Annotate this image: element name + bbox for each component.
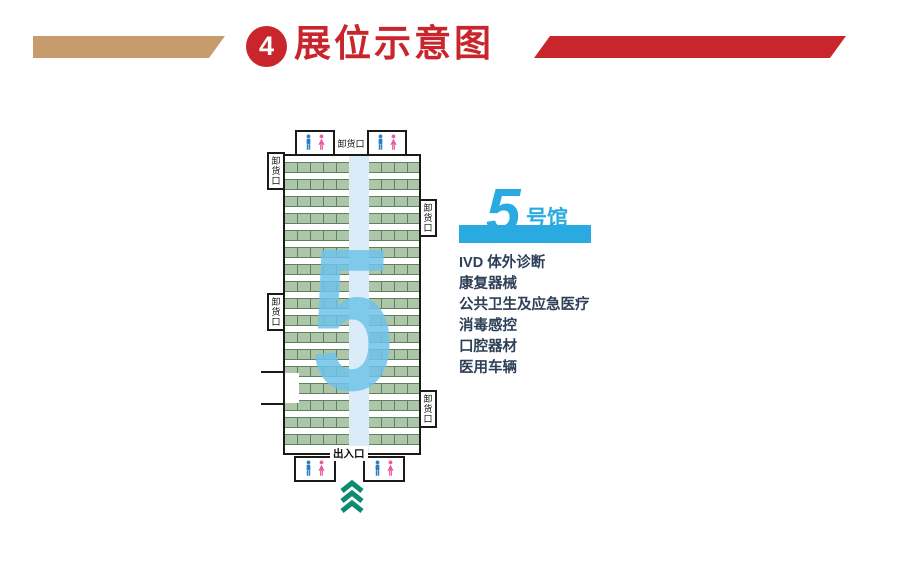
- dock-label-left-1: 卸货口: [267, 152, 285, 190]
- category-item: 康复器械: [459, 276, 517, 292]
- hall-number-suffix: 号馆: [526, 207, 568, 230]
- dock-label-right-2: 卸货口: [419, 390, 437, 428]
- male-icon: [306, 134, 311, 150]
- red-accent-banner: [534, 36, 846, 58]
- category-item: 公共卫生及应急医疗: [459, 297, 590, 313]
- left-wall-line-upper: [261, 371, 283, 373]
- female-icon: [318, 460, 325, 476]
- central-aisle: [349, 156, 369, 453]
- female-icon: [390, 134, 397, 150]
- category-list: IVD 体外诊断 康复器械 公共卫生及应急医疗 消毒感控 口腔器材 医用车辆: [459, 253, 590, 379]
- hall-title-underline-banner: [459, 225, 591, 243]
- dock-label-top: 卸货口: [337, 139, 365, 149]
- dock-label-right-1: 卸货口: [419, 199, 437, 237]
- male-icon: [378, 134, 383, 150]
- female-icon: [318, 134, 325, 150]
- category-item: 消毒感控: [459, 318, 517, 334]
- badge-number: 4: [258, 31, 275, 61]
- category-item: 口腔器材: [459, 339, 517, 355]
- entrance-direction-icon: [338, 479, 366, 520]
- page-title: 展位示意图: [294, 23, 494, 64]
- restroom-bottom-right: [363, 456, 405, 482]
- tan-accent-bar: [33, 36, 225, 58]
- dock-label-left-2: 卸货口: [267, 293, 285, 331]
- male-icon: [306, 460, 311, 476]
- restroom-bottom-left: [294, 456, 336, 482]
- exhibition-hall-outline: 5: [283, 154, 421, 455]
- entrance-label: 出入口: [330, 446, 368, 461]
- booth-grid-right: [369, 162, 419, 447]
- left-wall-line-lower: [261, 403, 283, 405]
- restroom-top-right: [367, 130, 407, 156]
- category-item: IVD 体外诊断: [459, 255, 546, 271]
- hall-number: 5: [486, 177, 521, 246]
- male-icon: [375, 460, 380, 476]
- left-dock-recess: [285, 373, 299, 403]
- booth-grid-left: [285, 162, 349, 447]
- restroom-top-left: [295, 130, 335, 156]
- section-number-badge: 4: [246, 26, 287, 67]
- female-icon: [387, 460, 394, 476]
- category-item: 医用车辆: [459, 360, 517, 376]
